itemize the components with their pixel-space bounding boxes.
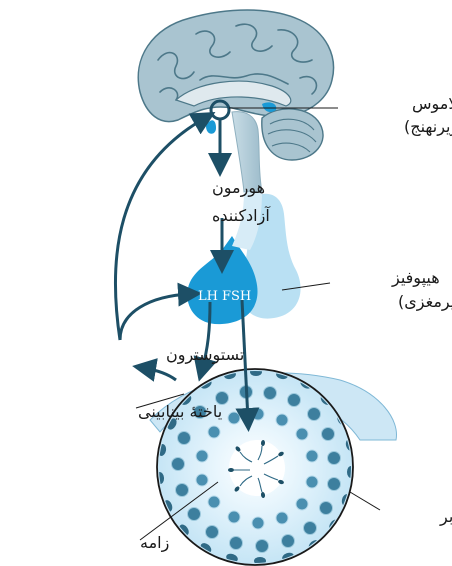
interstitial-to-testosterone-arrow xyxy=(144,368,176,380)
seminiferous-tubule-cross-section xyxy=(150,368,397,565)
pituitary-label: هیپوفیز xyxy=(391,268,440,288)
lh-label: LH xyxy=(198,289,218,304)
releasing-hormone-label-line1: هورمون xyxy=(212,178,265,198)
tubule-pointer xyxy=(350,492,380,510)
fsh-label: FSH xyxy=(222,289,251,304)
releasing-hormone-label-line2: آزادکننده xyxy=(212,206,271,226)
interstitial-cell-label: یاختهٔ بینابینی xyxy=(138,402,222,421)
sperm-label: زامه xyxy=(140,533,169,553)
hypothalamus-alt-label: (زیرنهنج) xyxy=(404,117,452,137)
seminiferous-tubule-label: لولهٔ زامه‌بر xyxy=(439,507,452,527)
brain-illustration xyxy=(138,10,333,192)
hypothalamus-label: هیپوتالاموس xyxy=(412,94,452,114)
pituitary-alt-label: (زیرمغزی) xyxy=(398,292,452,312)
testosterone-to-pituitary-arrow xyxy=(120,294,190,340)
testosterone-label: تستوسترون xyxy=(166,345,244,365)
